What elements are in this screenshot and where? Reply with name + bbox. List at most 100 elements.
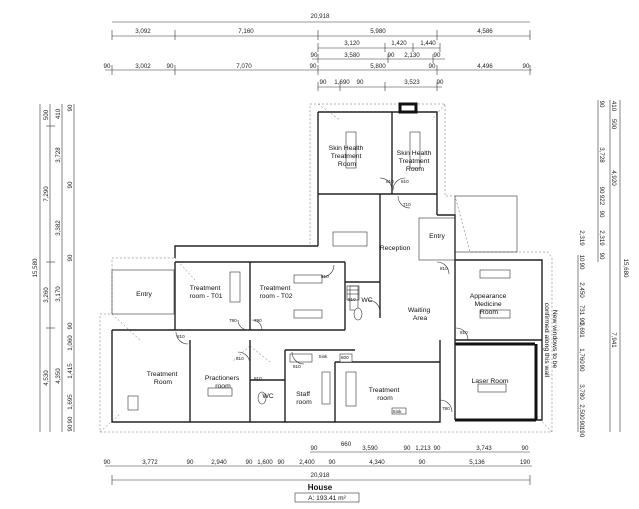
dim-right-c3: 2,450 xyxy=(578,282,585,298)
dim-right-c5: 90 xyxy=(578,318,585,325)
dim-top-r4-7: 4,496 xyxy=(477,63,493,70)
dim-bottom-r2-2: 90 xyxy=(404,445,411,452)
dim-right-c2: 90 xyxy=(578,263,585,270)
dim-top-overall: 20,918 xyxy=(311,13,330,20)
room-treatment-t02: Treatment room - T02 xyxy=(259,285,292,300)
room-skin-health-1: Skin Health Treatment Room xyxy=(329,145,366,168)
top-dimensions: 20,918 3,092 7,160 5,980 4,586 3,120 1,4… xyxy=(104,13,532,91)
dim-left-a3: 4,530 xyxy=(43,370,50,386)
dim-right-b1: 3,728 xyxy=(598,147,605,163)
dim-left-b2: 3,382 xyxy=(55,220,62,236)
dim-top-r2-2: 1,440 xyxy=(420,40,436,47)
dim-top-r1-1: 7,160 xyxy=(238,28,254,35)
dim-left-c0: 90 xyxy=(67,104,74,111)
dim-top-r1-3: 4,586 xyxy=(477,28,493,35)
dim-right-a1: 500 xyxy=(610,119,617,130)
dim-right-b4: 90 xyxy=(598,211,605,218)
room-entry-left: Entry xyxy=(136,291,152,298)
dim-bottom-r2-5: 3,743 xyxy=(476,445,492,452)
dim-bottom-r3-1: 3,772 xyxy=(142,459,158,466)
dim-right-a3: 7,941 xyxy=(610,332,617,348)
dim-right-b5: 2,319 xyxy=(598,230,605,246)
dim-left-c4: 1,060 xyxy=(67,335,74,351)
dim-top-r2-0: 3,120 xyxy=(344,40,360,47)
dim-bottom-r3-0: 90 xyxy=(104,459,111,466)
dim-right-a2: 4,920 xyxy=(610,170,617,186)
dim-top-r4-6: 90 xyxy=(429,63,436,70)
dim-right-c11: 90 xyxy=(578,421,585,428)
door-tag-12: 810 xyxy=(293,364,301,369)
bottom-dimensions: 660 90 3,590 90 1,213 90 3,743 90 90 3,7… xyxy=(104,441,532,503)
right-dimensions: 15,680 410 500 4,920 7,941 90 3,728 90 9… xyxy=(577,100,629,438)
dim-bottom-r2-6: 90 xyxy=(522,445,529,452)
dim-top-r5-0: 90 xyxy=(320,79,327,86)
room-laser: Laser Room xyxy=(471,378,508,385)
room-treatment-t01: Treatment room - T01 xyxy=(189,285,222,300)
dim-top-r5-1: 1,690 xyxy=(334,79,350,86)
dim-left-c1: 90 xyxy=(67,181,74,188)
sink-label-2: Sink xyxy=(393,409,403,414)
dim-top-r5-4: 90 xyxy=(437,79,444,86)
dim-left-overall: 15,580 xyxy=(32,258,39,277)
room-treatment-left: Treatment Room xyxy=(147,371,180,386)
room-staff: Staff room xyxy=(296,391,312,406)
dim-top-r4-5: 5,800 xyxy=(370,63,386,70)
dim-bottom-r3-8: 90 xyxy=(329,459,336,466)
sink-label: Sink xyxy=(319,354,329,359)
dim-left-c7: 90 xyxy=(67,416,74,423)
door-tag-1: 810 xyxy=(386,179,394,184)
room-skin-health-2: Skin Health Treatment Room xyxy=(397,150,434,173)
door-tag-2: 810 xyxy=(401,179,409,184)
door-tag-6: 790 xyxy=(229,318,237,323)
dim-right-b0: 90 xyxy=(598,101,605,108)
dim-top-r4-3: 7,070 xyxy=(236,63,252,70)
dim-right-c4: 731 xyxy=(578,305,585,316)
dim-bottom-r1-0: 660 xyxy=(341,441,352,448)
dim-left-a2: 3,260 xyxy=(43,287,50,303)
dim-top-r3-2: 90 xyxy=(388,52,395,59)
dim-bottom-r3-5: 1,600 xyxy=(257,459,273,466)
dim-left-c5: 1,415 xyxy=(67,363,74,379)
walls xyxy=(111,102,543,423)
room-entry-top: Entry xyxy=(429,233,445,240)
dim-left-c6: 1,695 xyxy=(67,394,74,410)
dim-left-a0: 500 xyxy=(43,109,50,120)
dim-right-c10: 2,500 xyxy=(578,404,585,420)
dim-left-c3: 90 xyxy=(67,322,74,329)
dim-right-b2: 90 xyxy=(598,187,605,194)
drawing-title: House xyxy=(308,483,333,492)
dim-top-r1-2: 5,980 xyxy=(370,28,386,35)
dim-right-overall: 15,680 xyxy=(622,259,629,278)
dim-top-r3-0: 90 xyxy=(311,52,318,59)
dim-top-r5-2: 90 xyxy=(357,79,364,86)
door-tag-11: 810 xyxy=(236,356,244,361)
dim-right-c8: 90 xyxy=(578,365,585,372)
dim-bottom-overall: 20,918 xyxy=(311,472,330,479)
dim-top-r1-0: 3,092 xyxy=(135,28,151,35)
dim-top-r3-4: 90 xyxy=(434,52,441,59)
furniture xyxy=(127,131,511,415)
door-tag-10: 810 xyxy=(177,334,185,339)
dim-left-b0: 410 xyxy=(55,108,62,119)
dim-left-b3: 3,170 xyxy=(55,286,62,302)
dim-right-c0: 2,319 xyxy=(578,230,585,246)
room-wc-lower: WC xyxy=(262,393,273,400)
dim-top-r3-3: 2,130 xyxy=(404,52,420,59)
door-tag-8: 810 xyxy=(348,297,356,302)
window-note: New windows to be confirmed along this w… xyxy=(543,303,558,378)
dim-bottom-r2-4: 90 xyxy=(434,445,441,452)
room-reception: Reception xyxy=(380,245,411,252)
area-label: A: 193.41 m² xyxy=(308,495,347,502)
dim-top-r5-3: 3,523 xyxy=(404,79,420,86)
dim-bottom-r3-9: 4,340 xyxy=(369,459,385,466)
door-tag-9: 810 xyxy=(460,330,468,335)
room-practioners: Practioners room xyxy=(205,375,241,390)
dim-right-b3: 922 xyxy=(598,195,605,206)
door-tag-4: 810 xyxy=(440,266,448,271)
dim-left-a1: 7,290 xyxy=(43,186,50,202)
dim-right-c6: 3,691 xyxy=(578,322,585,338)
dim-bottom-r2-0: 90 xyxy=(311,445,318,452)
room-treatment-lower: Treatment room xyxy=(369,387,402,402)
dim-bottom-r3-2: 90 xyxy=(187,459,194,466)
dim-right-a0: 410 xyxy=(610,101,617,112)
